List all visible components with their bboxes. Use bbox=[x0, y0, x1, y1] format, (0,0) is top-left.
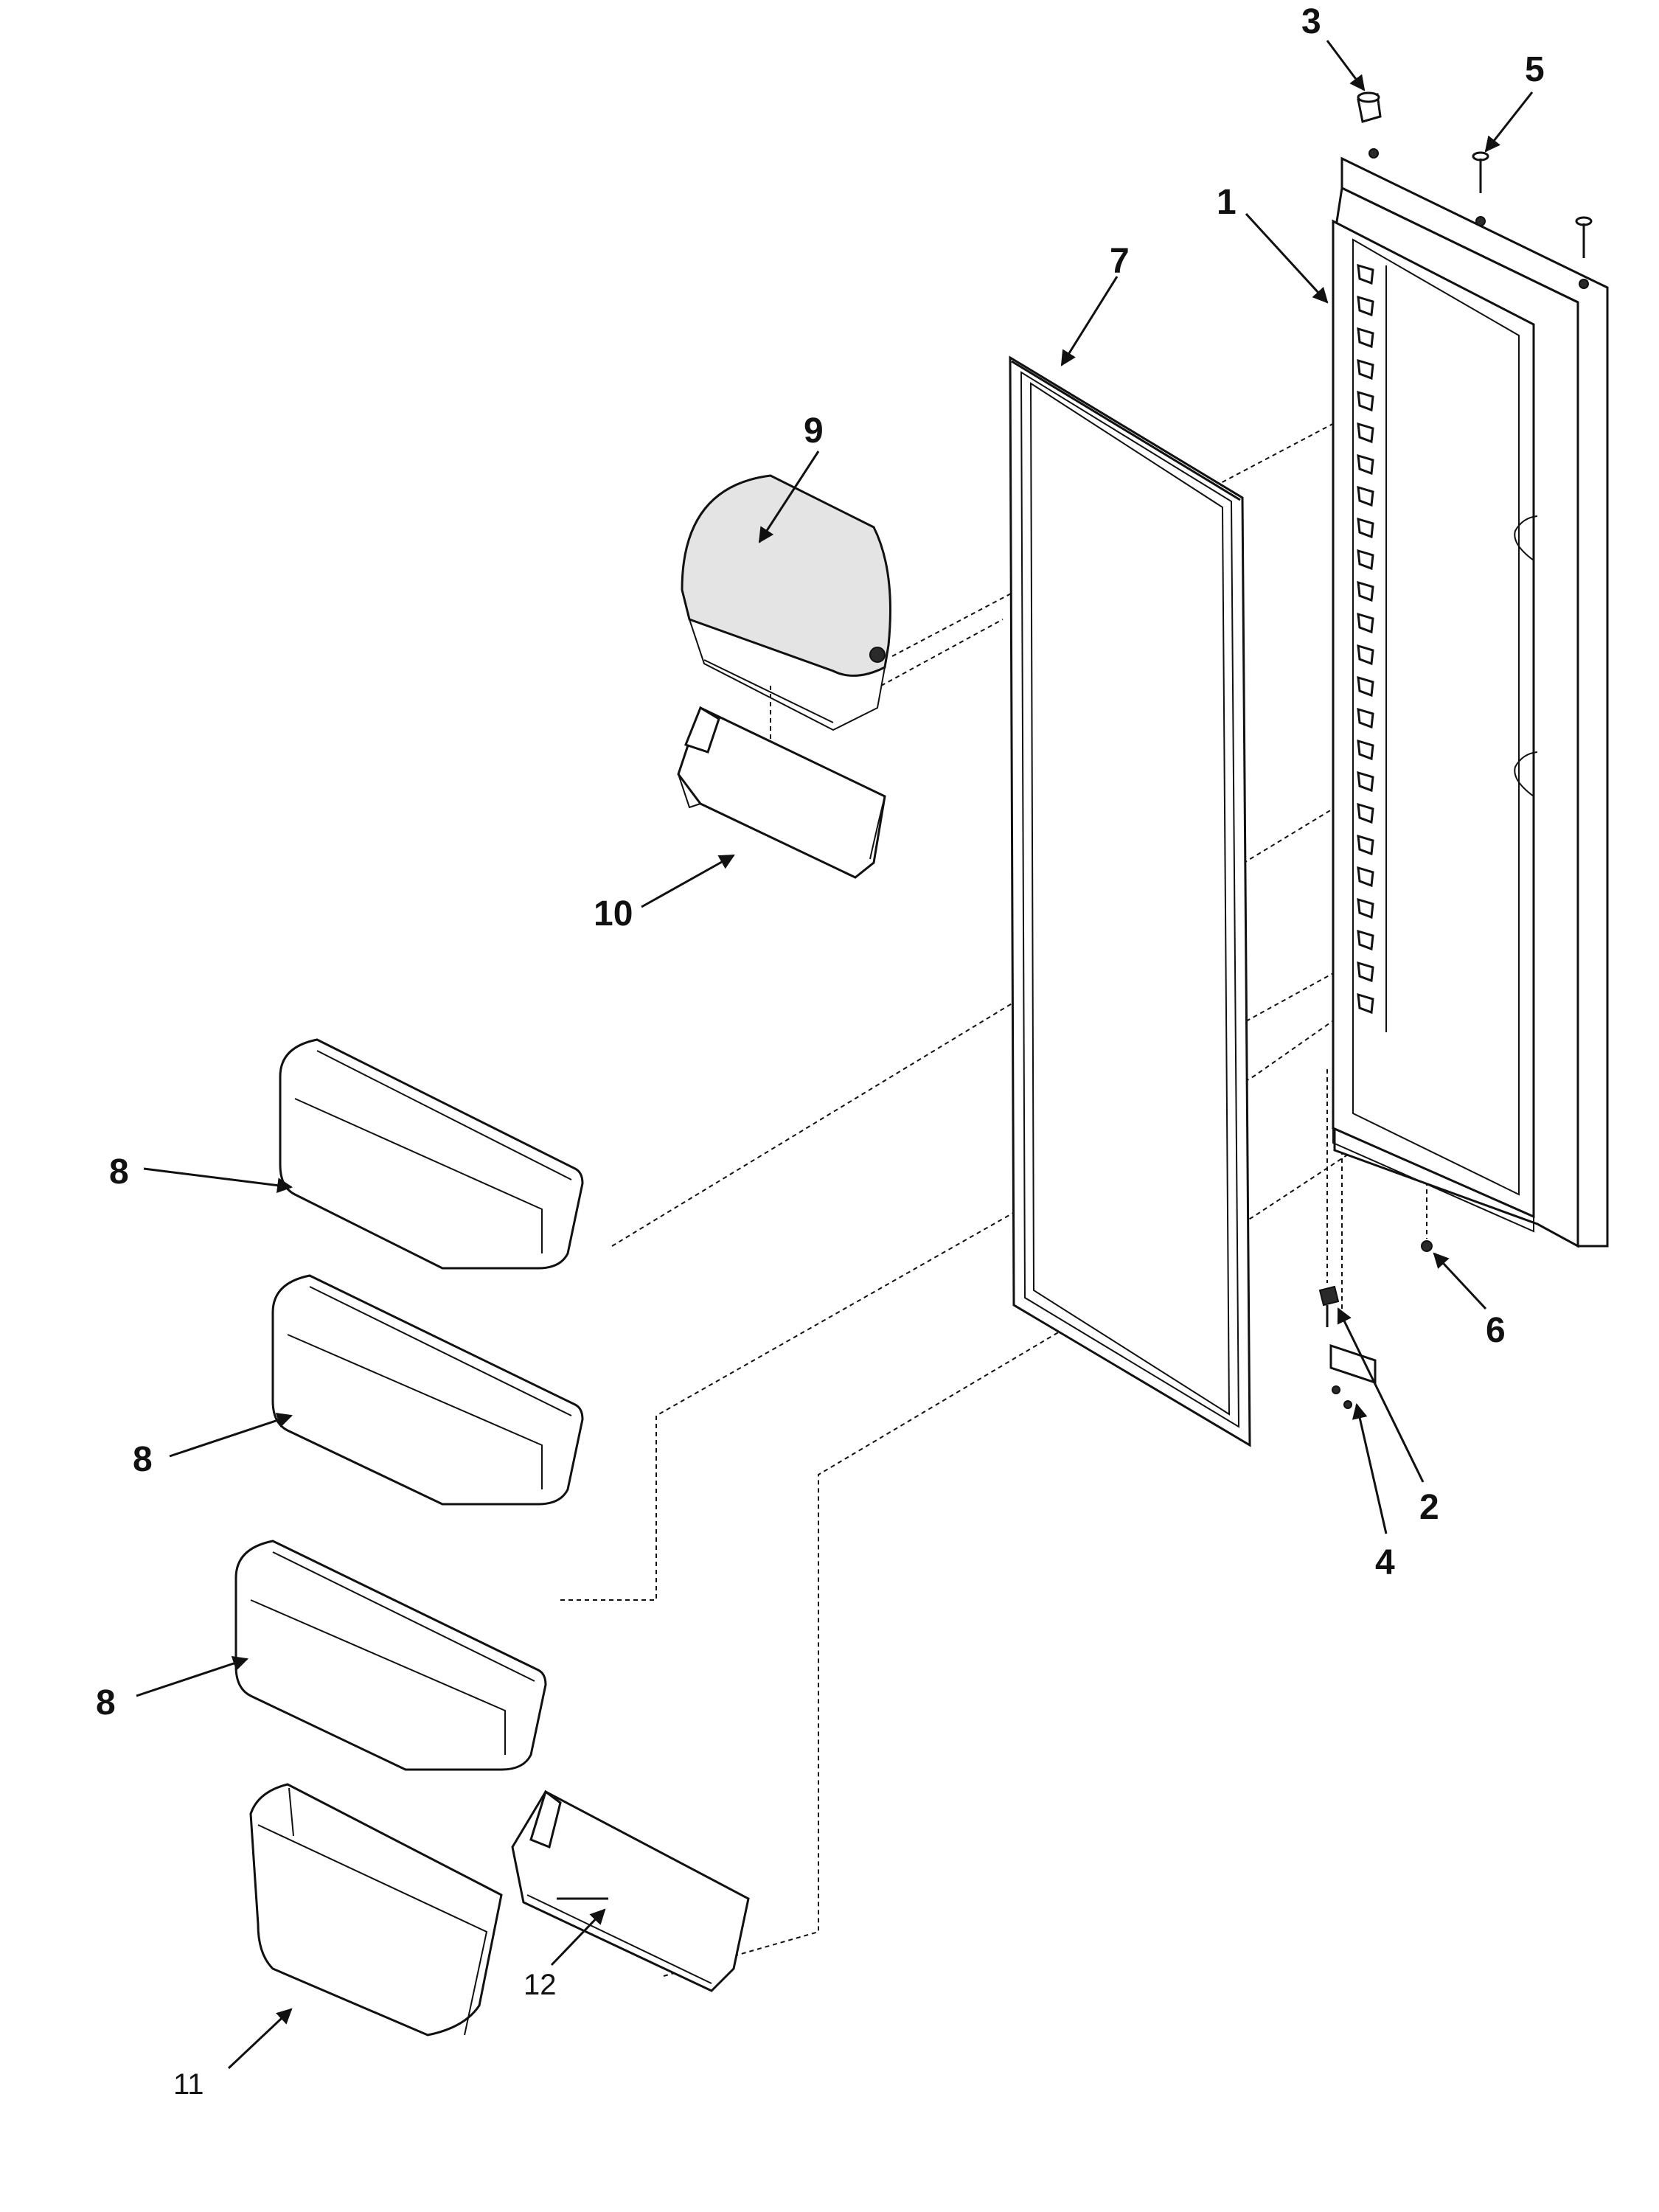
shelf-tab bbox=[1357, 866, 1374, 888]
shelf-tab bbox=[1357, 739, 1374, 761]
callout-7: 7 bbox=[1110, 242, 1130, 281]
shelf-tab bbox=[1357, 834, 1374, 856]
door-gasket bbox=[1009, 355, 1251, 1447]
shelf-tab bbox=[1357, 358, 1374, 380]
callout-2: 2 bbox=[1419, 1488, 1439, 1527]
door-bin-top bbox=[279, 1038, 584, 1270]
shelf-tab bbox=[1357, 422, 1374, 444]
shelf-tab bbox=[1357, 549, 1374, 571]
shelf-tab bbox=[1357, 295, 1374, 317]
callout-10: 10 bbox=[594, 894, 633, 933]
shelf-tab bbox=[1357, 992, 1374, 1015]
shelf-tab bbox=[1357, 802, 1374, 824]
dairy-door bbox=[681, 474, 891, 731]
shelf-tab bbox=[1357, 897, 1374, 919]
callout-8-middle: 8 bbox=[133, 1440, 153, 1479]
door-bin-bottom bbox=[234, 1540, 547, 1771]
shelf-bin bbox=[511, 1790, 750, 1992]
shelf-tab bbox=[1357, 453, 1374, 476]
callout-6: 6 bbox=[1486, 1311, 1506, 1350]
callout-labels: 3 5 1 7 9 10 8 8 8 6 2 4 11 12 bbox=[96, 2, 1545, 2101]
shelf-tab bbox=[1357, 485, 1374, 507]
callout-1: 1 bbox=[1217, 183, 1237, 222]
callout-8-bottom: 8 bbox=[96, 1683, 116, 1722]
hinge-bushing bbox=[1357, 91, 1382, 123]
large-bin bbox=[249, 1783, 503, 2037]
shelf-tab bbox=[1357, 707, 1374, 729]
callout-11: 11 bbox=[173, 2068, 204, 2101]
shelf-tab bbox=[1357, 961, 1374, 983]
callout-8-top: 8 bbox=[109, 1152, 129, 1192]
callout-3: 3 bbox=[1301, 2, 1321, 41]
door-bin-middle bbox=[271, 1274, 584, 1506]
callout-12: 12 bbox=[524, 1969, 557, 2001]
leader-lines bbox=[136, 40, 1534, 2070]
door-shelf-tabs bbox=[1357, 263, 1374, 1015]
callout-5: 5 bbox=[1525, 50, 1545, 89]
screws bbox=[1472, 151, 1593, 258]
dairy-bin bbox=[677, 706, 886, 879]
shelf-tab bbox=[1357, 612, 1374, 634]
callout-9: 9 bbox=[804, 411, 824, 451]
shelf-tab bbox=[1357, 390, 1374, 412]
shelf-tab bbox=[1357, 517, 1374, 539]
shelf-tab bbox=[1357, 580, 1374, 602]
lower-hinge-hardware bbox=[1318, 1240, 1433, 1409]
shelf-tab bbox=[1357, 929, 1374, 951]
shelf-tab bbox=[1357, 675, 1374, 698]
callout-4: 4 bbox=[1375, 1543, 1395, 1582]
shelf-tab bbox=[1357, 771, 1374, 793]
shelf-tab bbox=[1357, 644, 1374, 666]
door-assembly bbox=[1332, 148, 1609, 1248]
shelf-tab bbox=[1357, 327, 1374, 349]
shelf-tab bbox=[1357, 263, 1374, 285]
